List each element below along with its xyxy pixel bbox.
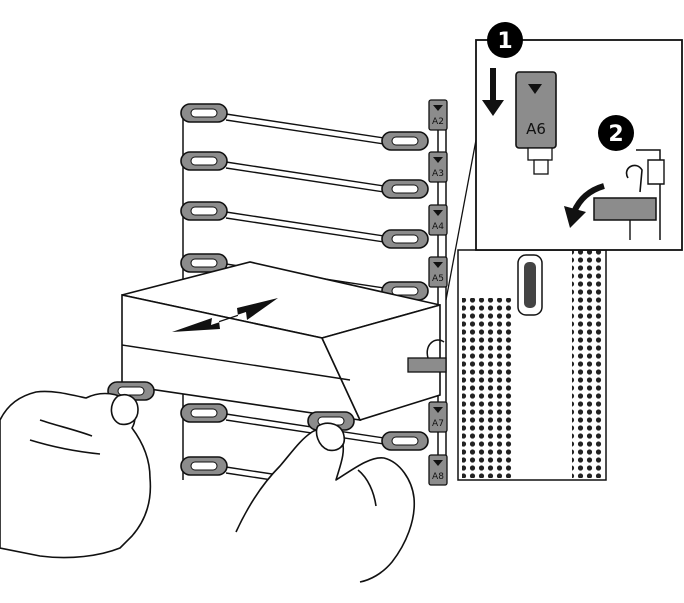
slot-tab-label: A5	[432, 274, 444, 284]
inset-callout: 1 A6 2	[445, 22, 683, 301]
curved-arrow-icon	[564, 183, 605, 228]
double-arrow-icon	[172, 298, 278, 332]
module-pull-handles	[107, 381, 355, 431]
slot-tab-a4: A4	[428, 204, 448, 236]
right-hand	[235, 422, 416, 583]
slot-tab-a8: A8	[428, 454, 448, 486]
slot-rails	[180, 103, 429, 498]
slot-tab-label: A8	[432, 472, 444, 482]
step-1-badge: 1	[487, 22, 523, 58]
module-latch	[407, 339, 447, 373]
slot-tab-a6: A6	[515, 71, 557, 175]
slot-tab-label: A7	[432, 419, 444, 429]
chassis-rear-panel	[457, 249, 607, 481]
latch-lever	[593, 149, 665, 240]
slot-tab-a3: A3	[428, 151, 448, 183]
step-1-number: 1	[497, 29, 512, 54]
slot-rail	[180, 151, 429, 199]
slot-tab-a5: A5	[428, 256, 448, 288]
vent-grille-right	[572, 250, 602, 478]
left-hand	[0, 390, 152, 559]
slot-rail	[180, 103, 429, 151]
slot-rail	[180, 403, 429, 451]
slot-tab-a7: A7	[428, 401, 448, 433]
step-2-badge: 2	[598, 115, 634, 151]
slot-tab-label: A4	[432, 222, 444, 232]
vent-grille-left	[462, 298, 512, 478]
step-2-number: 2	[608, 122, 623, 147]
slot-rail	[180, 201, 429, 249]
slot-tab-a6-label: A6	[526, 120, 546, 138]
io-module	[121, 261, 447, 422]
slot-tab-label: A3	[432, 169, 444, 179]
slot-tab-label: A2	[432, 117, 444, 127]
slot-tab-a2: A2	[428, 99, 448, 131]
arrow-down-icon	[482, 68, 504, 116]
